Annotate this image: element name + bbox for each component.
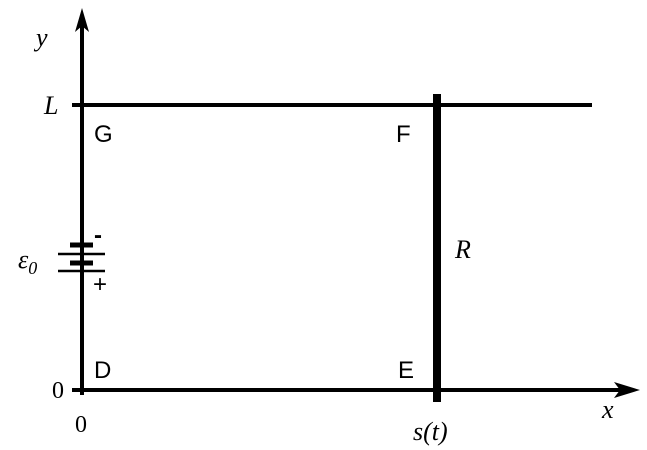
battery-minus-sign: - bbox=[94, 222, 102, 249]
corner-E: E bbox=[398, 357, 414, 384]
corner-G: G bbox=[94, 121, 113, 148]
x-axis-label: x bbox=[601, 395, 614, 424]
resistance-label: R bbox=[454, 235, 471, 264]
y-axis-arrow bbox=[75, 8, 89, 32]
battery-icon bbox=[58, 242, 105, 273]
origin-y-label: 0 bbox=[52, 378, 64, 404]
y-axis-label: y bbox=[33, 23, 48, 52]
battery-plus-sign: + bbox=[93, 271, 107, 298]
emf-label: ε0 bbox=[18, 245, 37, 278]
origin-x-label: 0 bbox=[75, 412, 87, 438]
x-tick-s-t: s(t) bbox=[413, 417, 448, 446]
y-tick-L: L bbox=[43, 91, 58, 120]
corner-F: F bbox=[396, 121, 411, 148]
corner-D: D bbox=[94, 357, 111, 384]
x-axis-arrow bbox=[614, 382, 640, 398]
